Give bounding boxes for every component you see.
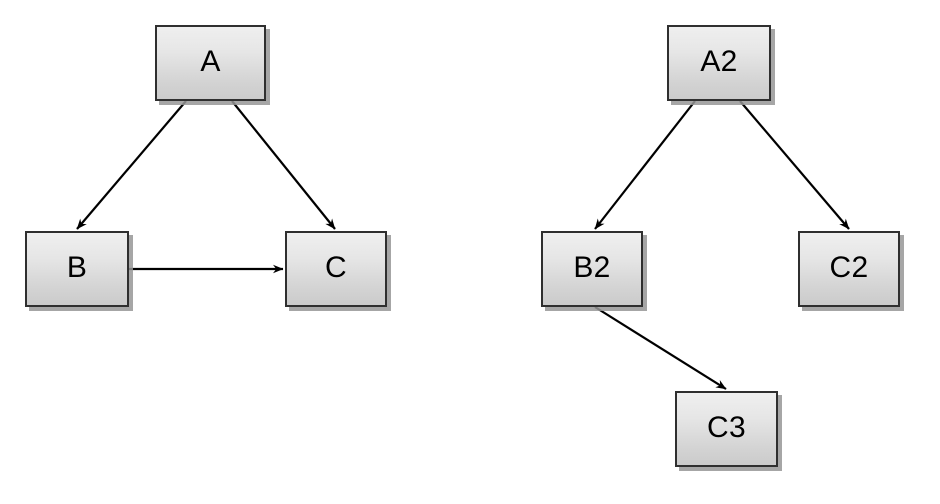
node-label-c2: C2 [829,251,869,284]
node-label-c3: C3 [707,411,746,444]
edge-a-to-c [231,100,336,230]
node-label-c: C [325,251,347,284]
node-c[interactable]: C [285,231,387,307]
node-a[interactable]: A [155,25,266,101]
edges-group [76,100,850,390]
edge-a-to-b [76,100,187,230]
node-a2[interactable]: A2 [667,25,771,101]
node-label-a: A [200,45,221,78]
edge-a2-to-b2 [594,100,696,230]
node-label-b: B [66,251,88,284]
node-c2[interactable]: C2 [798,231,900,307]
node-b2[interactable]: B2 [541,231,643,307]
node-b[interactable]: B [25,231,129,307]
edge-b2-to-c3 [594,306,727,390]
node-c3[interactable]: C3 [675,391,778,467]
node-label-b2: B2 [573,251,611,284]
node-label-a2: A2 [700,45,738,78]
edge-a2-to-c2 [739,100,850,230]
